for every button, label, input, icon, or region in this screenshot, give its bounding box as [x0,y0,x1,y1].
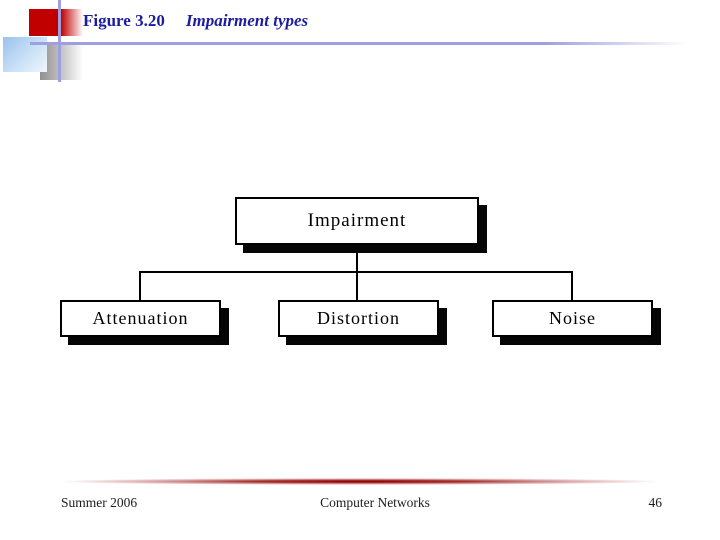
diagram-node-impairment: Impairment [235,197,479,245]
footer-course: Computer Networks [320,495,430,510]
decor-red-fade [61,9,83,36]
decor-gray-square [40,42,83,80]
diagram-node-label: Impairment [307,210,407,231]
decor-horizontal-line [30,42,688,45]
footer-term: Summer 2006 [61,495,138,510]
diagram-node-label: Attenuation [92,308,189,328]
connector-left-vertical [139,271,141,300]
diagram-node-distortion: Distortion [278,300,439,337]
decor-red-square [29,9,58,36]
decor-vertical-line [58,0,61,82]
figure-label: Figure 3.20 [83,11,165,30]
diagram-node-noise: Noise [492,300,653,337]
figure-title: Impairment types [185,11,309,30]
footer: Summer 2006 Computer Networks 46 [0,495,720,515]
diagram-node-attenuation: Attenuation [60,300,221,337]
slide-title: Figure 3.20 Impairment types [83,11,308,31]
connector-horizontal [139,271,573,273]
footer-divider-bar [58,478,662,485]
footer-page-number: 46 [648,495,663,510]
connector-right-vertical [571,271,573,300]
diagram-node-label: Noise [549,308,596,328]
diagram-node-label: Distortion [316,308,400,328]
